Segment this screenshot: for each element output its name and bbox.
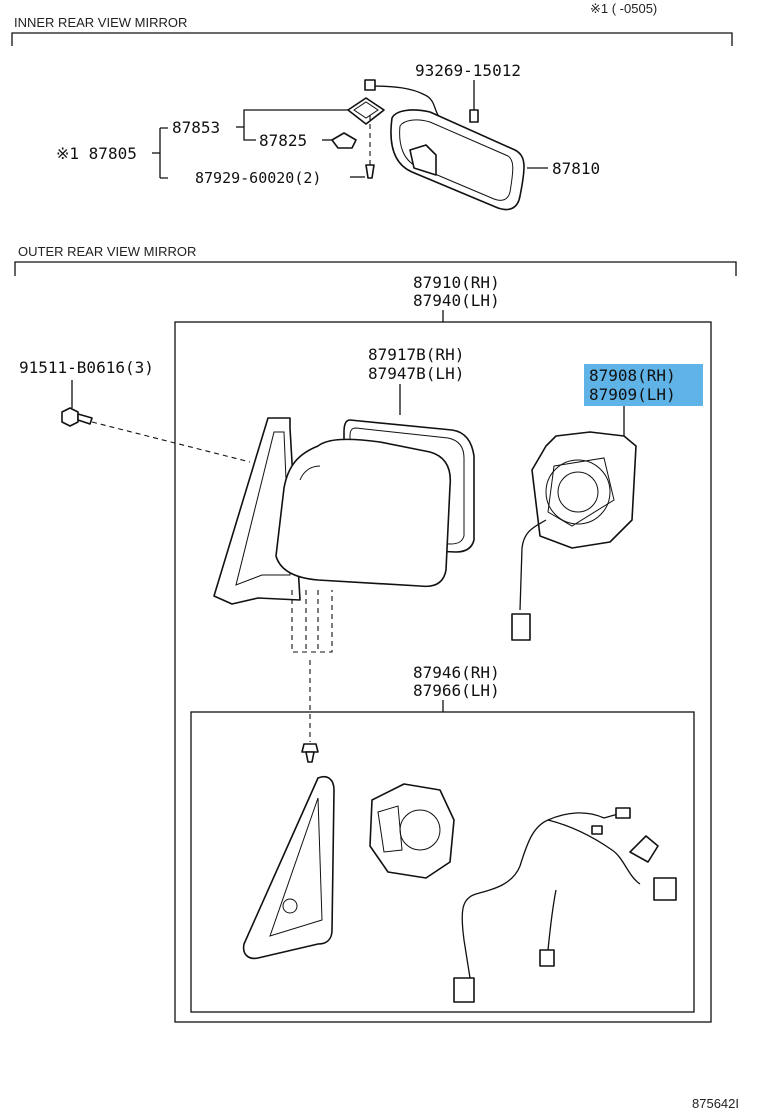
mirror-housing	[275, 438, 452, 588]
part-87940-label: 87940(LH)	[413, 291, 500, 310]
figure-code: 875642I	[692, 1096, 739, 1111]
part-87825-label: 87825	[259, 131, 307, 150]
part-87908-label: 87908(RH)	[589, 366, 676, 385]
inner-section-bracket	[11, 32, 733, 46]
mounting-bolt	[61, 407, 93, 427]
part-87810-label: 87810	[552, 159, 600, 178]
wire-harness	[453, 807, 677, 1003]
outer-section-bracket	[14, 261, 737, 276]
part-87929-label: 87929-60020(2)	[195, 169, 321, 187]
part-87909-label: 87909(LH)	[589, 385, 676, 404]
inner-cover-panel	[242, 775, 335, 960]
retractor-unit	[369, 783, 455, 879]
bracket-87805	[159, 127, 168, 179]
mount-screw	[365, 115, 375, 179]
part-87947-label: 87947B(LH)	[368, 364, 464, 383]
part-87946-label: 87946(RH)	[413, 663, 500, 682]
part-87805-label: ※1 87805	[56, 144, 137, 163]
sub-assembly-bolt	[301, 743, 319, 763]
note-label: ※1 ( -0505)	[590, 1, 657, 16]
wire-connector	[364, 79, 376, 91]
part-87966-label: 87966(LH)	[413, 681, 500, 700]
mirror-clip	[331, 132, 357, 149]
inner-section-title: INNER REAR VIEW MIRROR	[14, 15, 187, 30]
outer-mirror-assembly-box	[174, 321, 712, 1023]
outer-section-title: OUTER REAR VIEW MIRROR	[18, 244, 196, 259]
part-93269-label: 93269-15012	[415, 61, 521, 80]
inner-mirror	[390, 109, 525, 211]
part-87917-label: 87917B(RH)	[368, 345, 464, 364]
part-87853-label: 87853	[172, 118, 220, 137]
part-91511-label: 91511-B0616(3)	[19, 358, 154, 377]
mirror-actuator-motor	[511, 431, 637, 641]
sub-assembly-box	[190, 711, 695, 1013]
mirror-wire	[369, 85, 441, 119]
highlight-87908	[584, 364, 703, 406]
mirror-mount-plate	[347, 97, 385, 125]
part-87910-label: 87910(RH)	[413, 273, 500, 292]
tapping-screw	[469, 80, 479, 123]
